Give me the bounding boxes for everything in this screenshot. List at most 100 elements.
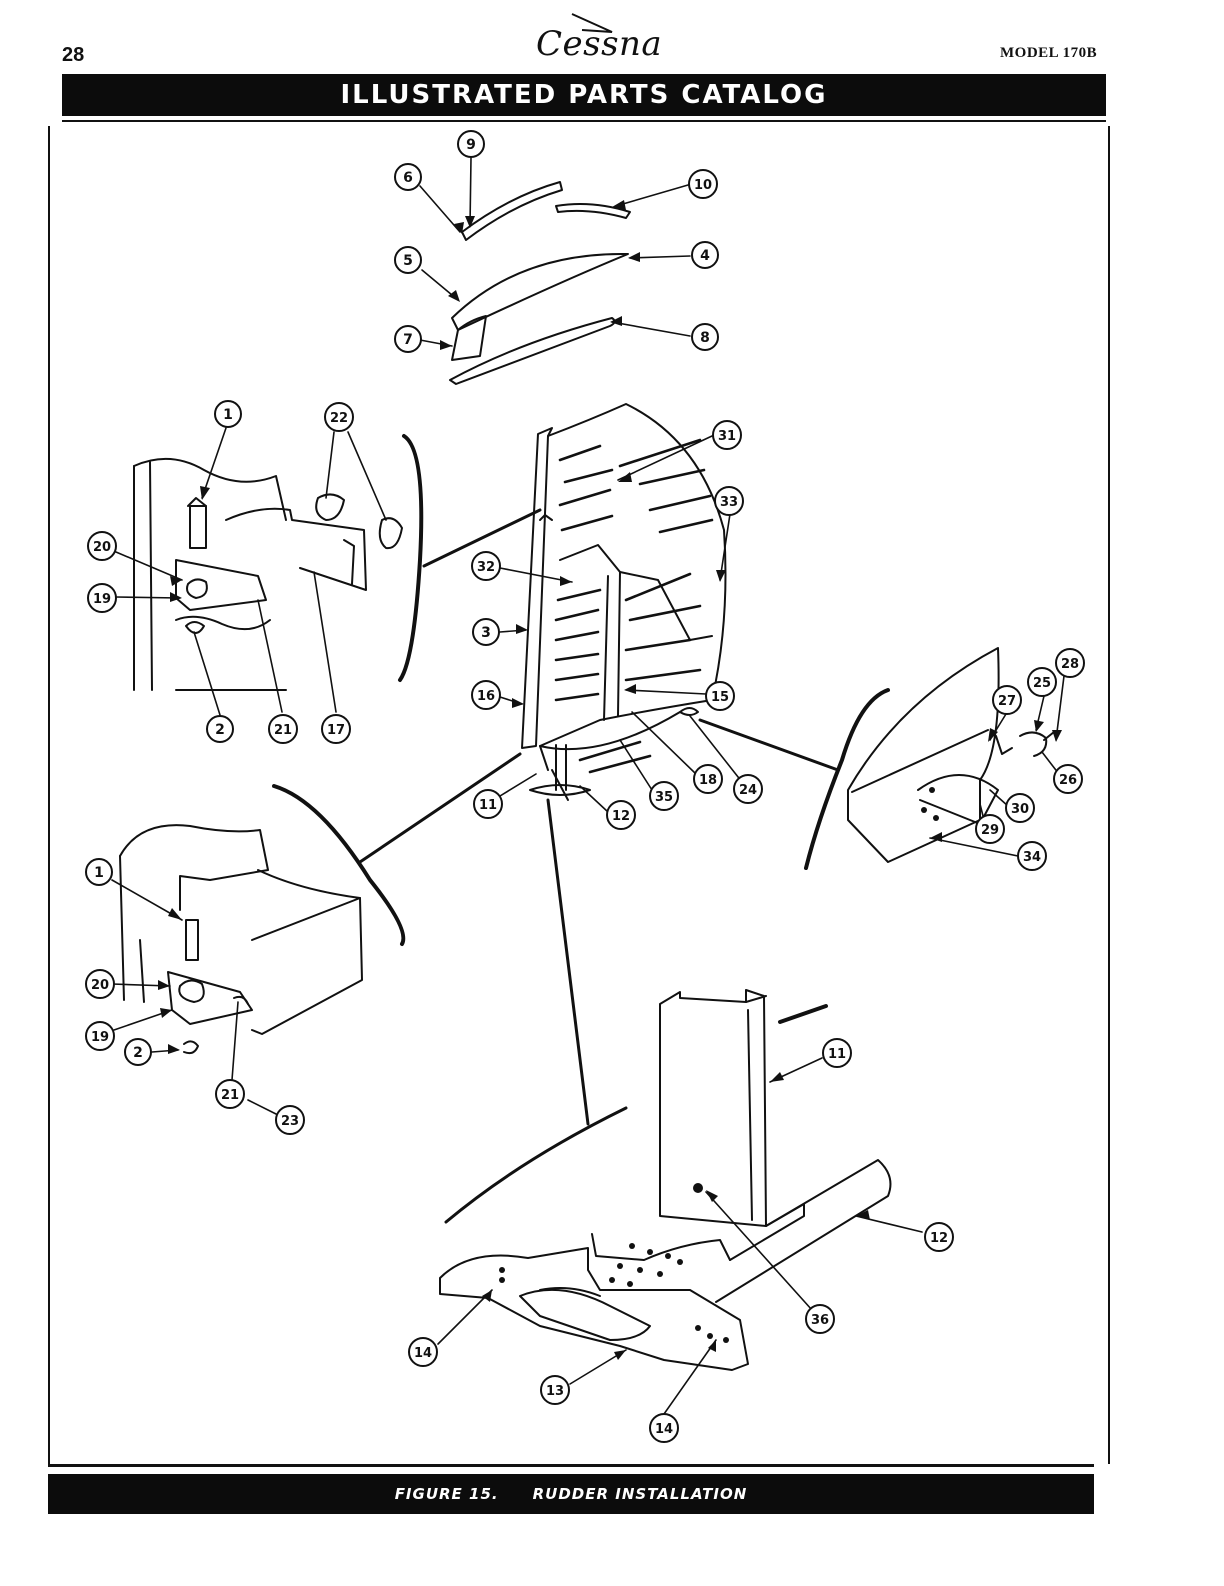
svg-text:29: 29 xyxy=(981,823,999,838)
svg-text:14: 14 xyxy=(414,1346,432,1361)
callout-33: 33 xyxy=(714,486,744,516)
svg-text:10: 10 xyxy=(694,178,712,193)
callout-12-lower: 12 xyxy=(924,1222,954,1252)
figure-caption: RUDDER INSTALLATION xyxy=(532,1485,748,1503)
svg-text:21: 21 xyxy=(274,723,292,738)
callout-36: 36 xyxy=(805,1304,835,1334)
callout-24: 24 xyxy=(733,774,763,804)
callout-31: 31 xyxy=(712,420,742,450)
svg-text:35: 35 xyxy=(655,790,673,805)
svg-text:36: 36 xyxy=(811,1313,829,1328)
callout-32: 32 xyxy=(471,551,501,581)
callout-1-lower: 1 xyxy=(85,858,113,886)
callout-2-upper: 2 xyxy=(206,715,234,743)
callout-34: 34 xyxy=(1017,841,1047,871)
leader-lines xyxy=(111,157,1065,1415)
svg-text:17: 17 xyxy=(327,723,345,738)
callout-14-right: 14 xyxy=(649,1413,679,1443)
svg-text:12: 12 xyxy=(930,1231,948,1246)
callout-19-upper: 19 xyxy=(87,583,117,613)
callout-6: 6 xyxy=(394,163,422,191)
callout-13: 13 xyxy=(540,1375,570,1405)
svg-text:19: 19 xyxy=(91,1030,109,1045)
lower-hinge-detail-drawing xyxy=(119,824,363,1055)
callout-2-lower: 2 xyxy=(124,1038,152,1066)
svg-text:23: 23 xyxy=(281,1114,299,1129)
brand-swoosh-icon xyxy=(571,13,613,33)
svg-text:19: 19 xyxy=(93,592,111,607)
svg-text:8: 8 xyxy=(700,330,710,346)
svg-text:3: 3 xyxy=(481,625,491,641)
svg-text:5: 5 xyxy=(403,253,413,269)
rudder-rib-lines xyxy=(554,438,714,774)
model-label: MODEL 170B xyxy=(1000,45,1098,61)
rudder-horn-detail-drawing xyxy=(439,989,892,1371)
arrowheads xyxy=(158,200,1062,1360)
callout-1-upper: 1 xyxy=(214,400,242,428)
title-underline xyxy=(62,120,1106,122)
svg-text:14: 14 xyxy=(655,1422,673,1437)
page-number: 28 xyxy=(62,44,85,66)
rudder-tip-parts-drawing xyxy=(449,181,631,385)
svg-text:33: 33 xyxy=(720,495,738,510)
svg-text:6: 6 xyxy=(403,170,413,186)
callout-25: 25 xyxy=(1027,667,1057,697)
svg-text:34: 34 xyxy=(1023,850,1041,865)
svg-text:12: 12 xyxy=(612,809,630,824)
callout-19-lower: 19 xyxy=(85,1021,115,1051)
callout-10: 10 xyxy=(688,169,718,199)
catalog-title: ILLUSTRATED PARTS CATALOG xyxy=(340,80,828,110)
callout-15: 15 xyxy=(705,681,735,711)
svg-text:18: 18 xyxy=(699,773,717,788)
svg-text:16: 16 xyxy=(477,689,495,704)
callout-20-lower: 20 xyxy=(85,969,115,999)
callout-28: 28 xyxy=(1055,648,1085,678)
svg-text:20: 20 xyxy=(93,540,111,555)
callout-3: 3 xyxy=(472,618,500,646)
callout-8: 8 xyxy=(691,323,719,351)
callout-group: 9 6 10 5 4 7 8 1 22 31 33 20 32 19 3 28 … xyxy=(85,130,1085,1443)
svg-text:26: 26 xyxy=(1059,773,1077,788)
svg-text:21: 21 xyxy=(221,1088,239,1103)
callout-14-left: 14 xyxy=(408,1337,438,1367)
svg-text:2: 2 xyxy=(133,1045,143,1061)
svg-text:32: 32 xyxy=(477,560,495,575)
svg-text:15: 15 xyxy=(711,690,729,705)
callout-21-lower: 21 xyxy=(215,1079,245,1109)
svg-text:24: 24 xyxy=(739,783,757,798)
callout-22: 22 xyxy=(324,402,354,432)
svg-text:11: 11 xyxy=(828,1047,846,1062)
callout-18: 18 xyxy=(693,764,723,794)
svg-text:1: 1 xyxy=(223,407,233,423)
svg-text:7: 7 xyxy=(403,332,413,348)
callout-20-upper: 20 xyxy=(87,531,117,561)
callout-16: 16 xyxy=(471,680,501,710)
callout-26: 26 xyxy=(1053,764,1083,794)
connector-lines xyxy=(358,508,840,1224)
callout-30: 30 xyxy=(1005,793,1035,823)
svg-text:13: 13 xyxy=(546,1384,564,1399)
rudder-assembly-drawing xyxy=(521,403,727,801)
callout-27: 27 xyxy=(992,685,1022,715)
svg-text:20: 20 xyxy=(91,978,109,993)
callout-12-upper: 12 xyxy=(606,800,636,830)
figure-caption-bar: FIGURE 15. RUDDER INSTALLATION xyxy=(48,1474,1094,1514)
callout-21-upper: 21 xyxy=(268,714,298,744)
callout-11-lower: 11 xyxy=(822,1038,852,1068)
callout-17: 17 xyxy=(321,714,351,744)
figure-label: FIGURE 15. xyxy=(394,1485,499,1503)
svg-text:25: 25 xyxy=(1033,676,1051,691)
svg-text:22: 22 xyxy=(330,411,348,426)
footer-rule xyxy=(48,1464,1094,1467)
svg-text:31: 31 xyxy=(718,429,736,444)
callout-23: 23 xyxy=(275,1105,305,1135)
trim-tab-detail-drawing xyxy=(847,647,1055,863)
callout-7: 7 xyxy=(394,325,422,353)
svg-text:1: 1 xyxy=(94,865,104,881)
callout-11-upper: 11 xyxy=(473,789,503,819)
callout-9: 9 xyxy=(457,130,485,158)
svg-text:2: 2 xyxy=(215,722,225,738)
bolt-holes xyxy=(499,787,939,1343)
svg-text:28: 28 xyxy=(1061,657,1079,672)
